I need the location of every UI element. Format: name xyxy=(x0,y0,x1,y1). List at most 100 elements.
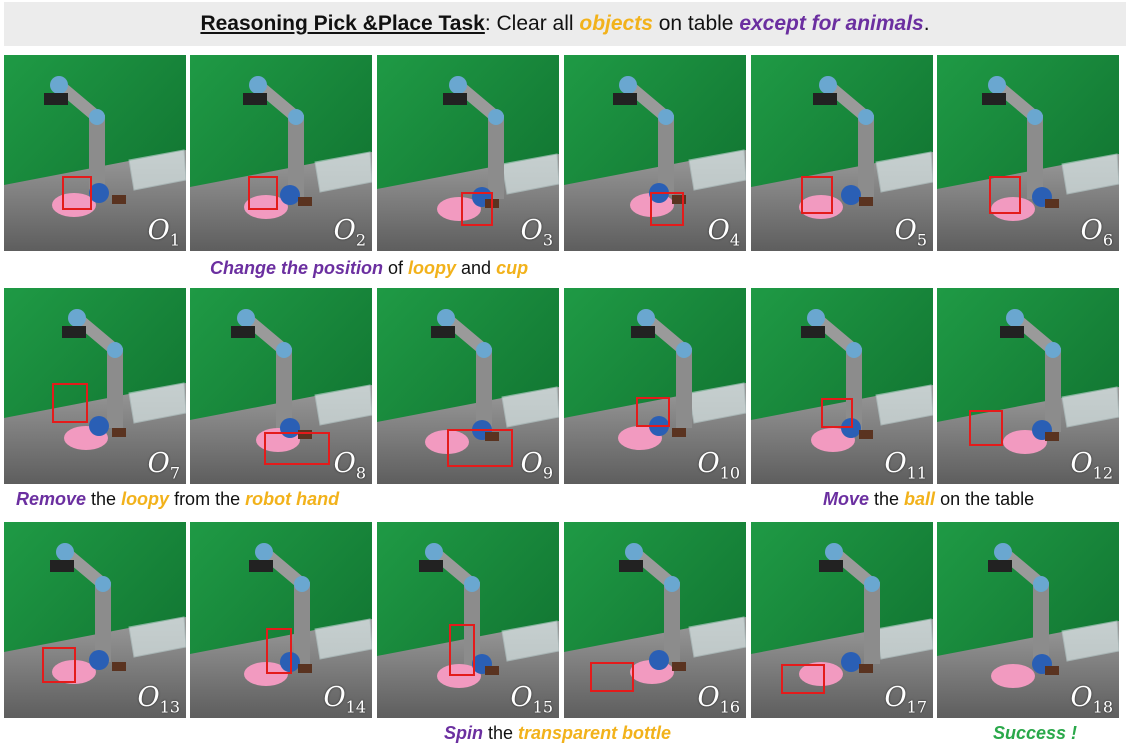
observation-label: O12 xyxy=(1071,448,1114,482)
observation-label: O8 xyxy=(334,448,366,482)
observation-symbol: O xyxy=(520,447,543,479)
observation-index: 3 xyxy=(542,230,553,249)
target-bounding-box xyxy=(650,192,684,226)
observation-frame: O4 xyxy=(564,55,746,251)
caption-text: on the table xyxy=(935,489,1035,509)
caption-remove-loopy: Remove the loopy from the robot hand xyxy=(16,489,339,510)
observation-label: O1 xyxy=(148,215,180,249)
observation-label: O3 xyxy=(521,215,553,249)
observation-symbol: O xyxy=(333,447,356,479)
caption-change-position: Change the position of loopy and cup xyxy=(210,258,528,279)
target-bounding-box xyxy=(42,647,76,683)
caption-success-text: Success ! xyxy=(993,723,1078,743)
caption-object: ball xyxy=(904,489,936,509)
observation-label: O13 xyxy=(138,682,181,716)
caption-object: robot hand xyxy=(245,489,340,509)
observation-symbol: O xyxy=(520,214,543,246)
observation-index: 18 xyxy=(1092,697,1113,716)
caption-text: from the xyxy=(169,489,246,509)
observation-label: O17 xyxy=(885,682,928,716)
caption-success: Success ! xyxy=(993,723,1077,744)
title-task-name: Reasoning Pick &Place Task xyxy=(200,12,485,35)
task-title: Reasoning Pick &Place Task : Clear all o… xyxy=(4,2,1126,46)
observation-index: 16 xyxy=(719,697,740,716)
observation-label: O7 xyxy=(148,448,180,482)
observation-index: 15 xyxy=(532,697,553,716)
observation-symbol: O xyxy=(1070,681,1093,713)
target-bounding-box xyxy=(461,192,493,226)
observation-index: 7 xyxy=(169,463,180,482)
observation-label: O16 xyxy=(698,682,741,716)
robot-scene-image xyxy=(937,522,1119,718)
observation-label: O11 xyxy=(885,448,928,482)
caption-text: and xyxy=(456,258,497,278)
observation-frame: O14 xyxy=(190,522,372,718)
title-objects: objects xyxy=(579,12,653,35)
observation-symbol: O xyxy=(510,681,533,713)
target-bounding-box xyxy=(801,176,833,214)
observation-symbol: O xyxy=(697,447,720,479)
robot-scene-image xyxy=(190,288,372,484)
observation-index: 13 xyxy=(159,697,180,716)
observation-label: O6 xyxy=(1081,215,1113,249)
observation-symbol: O xyxy=(137,681,160,713)
observation-index: 6 xyxy=(1102,230,1113,249)
caption-spin-bottle: Spin the transparent bottle xyxy=(444,723,671,744)
robot-scene-image xyxy=(377,288,559,484)
caption-verb: Remove xyxy=(16,489,87,509)
observation-frame: O1 xyxy=(4,55,186,251)
caption-verb: Move xyxy=(823,489,870,509)
observation-frame: O11 xyxy=(751,288,933,484)
observation-label: O2 xyxy=(334,215,366,249)
caption-text: of xyxy=(383,258,409,278)
robot-scene-image xyxy=(751,288,933,484)
observation-label: O14 xyxy=(324,682,367,716)
caption-move-ball: Move the ball on the table xyxy=(823,489,1034,510)
observation-index: 14 xyxy=(345,697,366,716)
robot-scene-image xyxy=(377,522,559,718)
robot-scene-image xyxy=(937,55,1119,251)
target-bounding-box xyxy=(52,383,88,423)
target-bounding-box xyxy=(781,664,825,694)
caption-object: transparent bottle xyxy=(518,723,672,743)
observation-index: 4 xyxy=(729,230,740,249)
target-bounding-box xyxy=(969,410,1003,446)
observation-symbol: O xyxy=(147,214,170,246)
caption-object: loopy xyxy=(121,489,170,509)
caption-text: the xyxy=(86,489,122,509)
observation-frame: O2 xyxy=(190,55,372,251)
observation-frame: O8 xyxy=(190,288,372,484)
observation-index: 11 xyxy=(906,463,927,482)
robot-scene-image xyxy=(937,288,1119,484)
observation-symbol: O xyxy=(894,214,917,246)
robot-scene-image xyxy=(564,288,746,484)
observation-frame: O7 xyxy=(4,288,186,484)
observation-index: 17 xyxy=(906,697,927,716)
target-bounding-box xyxy=(636,397,670,427)
target-bounding-box xyxy=(449,624,475,676)
title-text: : Clear all xyxy=(484,12,580,35)
observation-index: 12 xyxy=(1092,463,1113,482)
target-bounding-box xyxy=(264,432,330,465)
title-text-2: on table xyxy=(652,12,740,35)
robot-scene-image xyxy=(4,522,186,718)
target-bounding-box xyxy=(248,176,278,210)
observation-frame: O5 xyxy=(751,55,933,251)
target-bounding-box xyxy=(590,662,634,692)
observation-frame: O12 xyxy=(937,288,1119,484)
observation-symbol: O xyxy=(707,214,730,246)
observation-label: O18 xyxy=(1071,682,1114,716)
robot-scene-image xyxy=(751,55,933,251)
observation-frame: O15 xyxy=(377,522,559,718)
robot-scene-image xyxy=(4,288,186,484)
observation-symbol: O xyxy=(884,447,907,479)
observation-index: 9 xyxy=(542,463,553,482)
observation-symbol: O xyxy=(147,447,170,479)
robot-scene-image xyxy=(4,55,186,251)
robot-scene-image xyxy=(564,55,746,251)
title-except-animals: except for animals xyxy=(739,12,924,35)
observation-index: 1 xyxy=(169,230,180,249)
observation-symbol: O xyxy=(697,681,720,713)
title-period: . xyxy=(923,12,930,35)
robot-scene-image xyxy=(377,55,559,251)
